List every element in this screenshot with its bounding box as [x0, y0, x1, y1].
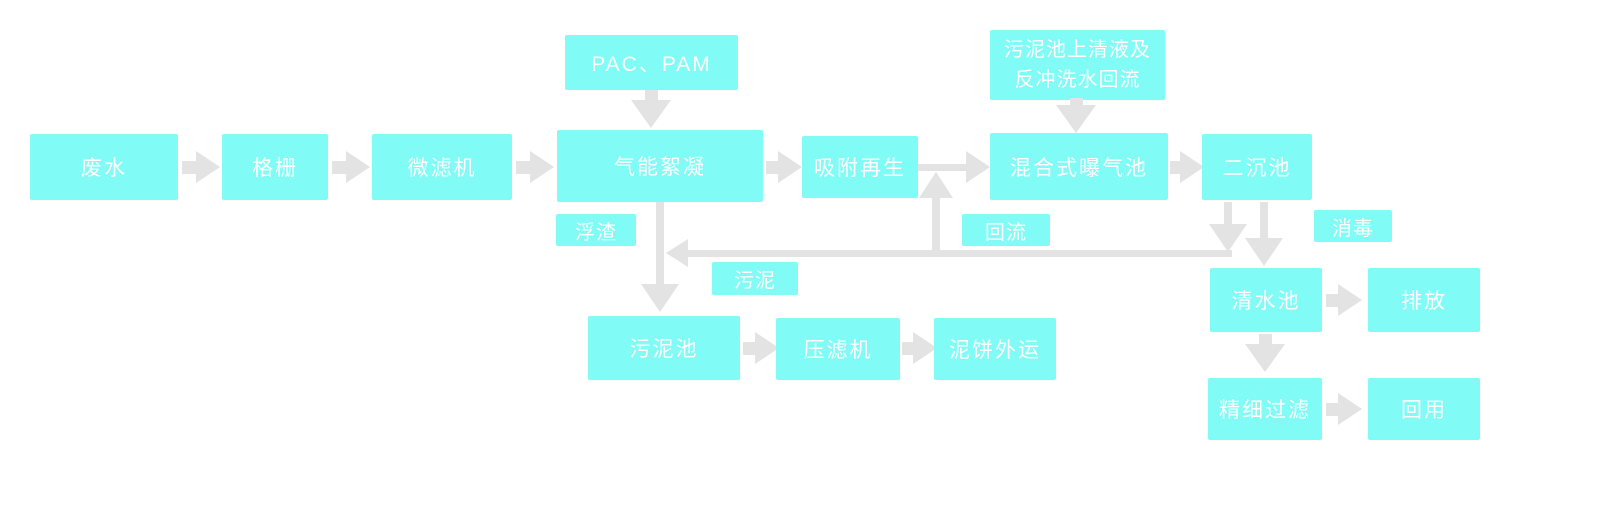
- node-microfilter: 微滤机: [372, 134, 512, 200]
- node-mixed-aeration: 混合式曝气池: [990, 133, 1168, 200]
- label-sludge: 污泥: [712, 262, 798, 295]
- arrow-screen-to-microfilter-icon: [346, 151, 370, 183]
- node-discharge: 排放: [1368, 268, 1480, 332]
- supernatant-return-line2: 反冲洗水回流: [1014, 69, 1141, 91]
- arrow-supernatant-to-aeration-icon: [1056, 105, 1096, 133]
- arrow-aeration-to-clarifier-stem: [1170, 161, 1181, 174]
- arrow-microfilter-to-flocculation-icon: [530, 151, 554, 183]
- arrow-fine-filter-to-reuse-stem: [1326, 403, 1339, 416]
- arrow-wastewater-to-screen-icon: [196, 151, 220, 183]
- arrow-supernatant-to-aeration-stem: [1070, 98, 1083, 108]
- arrow-fine-filter-to-reuse-icon: [1338, 393, 1362, 425]
- arrow-pac-to-flocculation-icon: [631, 100, 671, 128]
- arrow-adsorption-to-aeration-icon: [966, 151, 990, 183]
- arrow-reflux-up-icon: [919, 172, 953, 198]
- arrow-clear-tank-to-fine-filter-icon: [1245, 344, 1285, 372]
- node-filter-press: 压滤机: [776, 318, 900, 380]
- arrow-press-to-cake-stem: [902, 342, 915, 355]
- arrow-return-left-icon: [666, 239, 688, 267]
- arrow-press-to-cake-icon: [913, 332, 937, 364]
- supernatant-return-line1: 污泥池上清液及: [1004, 39, 1151, 61]
- arrow-clear-tank-to-fine-filter-stem: [1259, 334, 1272, 346]
- line-reflux-up: [932, 196, 940, 252]
- node-cake-transport: 泥饼外运: [934, 318, 1056, 380]
- arrow-flocculation-to-sludge-tank-icon: [641, 284, 679, 312]
- node-supernatant-return: 污泥池上清液及 反冲洗水回流: [990, 30, 1165, 100]
- line-clarifier-to-return: [1224, 202, 1232, 228]
- node-air-flocculation: 气能絮凝: [557, 130, 763, 202]
- arrow-sludge-tank-to-press-stem: [743, 342, 756, 355]
- arrow-flocculation-to-adsorption-icon: [778, 151, 802, 183]
- arrow-adsorption-to-aeration-line: [918, 164, 970, 171]
- line-clarifier-to-clear-tank: [1260, 202, 1268, 240]
- node-clear-water-tank: 清水池: [1210, 268, 1322, 332]
- arrow-wastewater-to-screen-stem: [182, 161, 196, 174]
- node-secondary-clarifier: 二沉池: [1202, 134, 1312, 200]
- node-pac-pam: PAC、PAM: [565, 35, 738, 90]
- arrow-clarifier-to-return-icon: [1209, 224, 1247, 252]
- node-reuse: 回用: [1368, 378, 1480, 440]
- label-disinfection: 消毒: [1314, 210, 1392, 242]
- arrow-aeration-to-clarifier-icon: [1180, 151, 1204, 183]
- node-bar-screen: 格栅: [222, 134, 328, 200]
- arrow-pac-to-flocculation-stem: [645, 90, 658, 102]
- arrow-sludge-tank-to-press-icon: [755, 332, 779, 364]
- arrow-clarifier-to-clear-tank-icon: [1245, 238, 1283, 266]
- arrow-screen-to-microfilter-stem: [332, 161, 346, 174]
- arrow-microfilter-to-flocculation-stem: [516, 161, 530, 174]
- arrow-clear-tank-to-discharge-icon: [1338, 284, 1362, 316]
- arrow-clear-tank-to-discharge-stem: [1326, 294, 1339, 307]
- node-sludge-tank: 污泥池: [588, 316, 740, 380]
- label-scum: 浮渣: [556, 214, 636, 246]
- line-return-horizontal: [688, 250, 1232, 257]
- label-reflux: 回流: [962, 214, 1050, 246]
- arrow-flocculation-to-adsorption-stem: [766, 161, 778, 174]
- node-wastewater: 废水: [30, 134, 178, 200]
- node-adsorption-regen: 吸附再生: [802, 136, 918, 198]
- node-fine-filtration: 精细过滤: [1208, 378, 1322, 440]
- line-flocculation-to-sludge-tank: [656, 202, 664, 288]
